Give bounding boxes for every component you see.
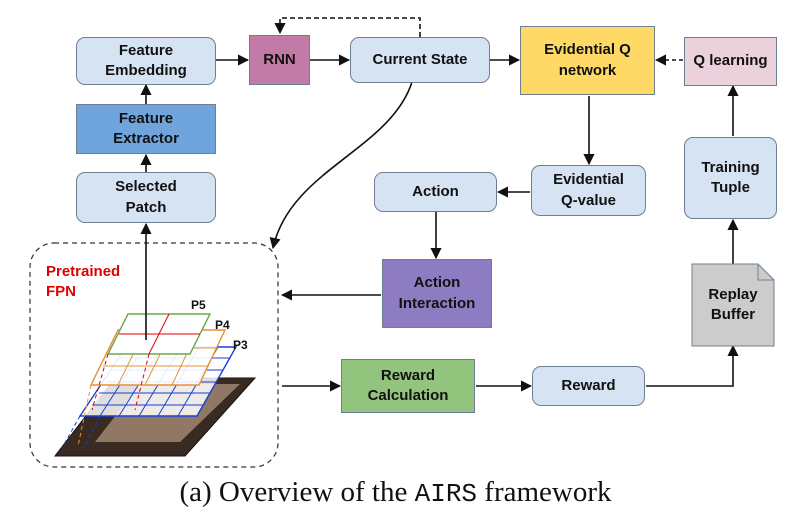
fpn-illustration xyxy=(53,313,257,457)
action-node: Action xyxy=(374,172,497,212)
arrow-state-to-fpn xyxy=(269,81,413,250)
feature-extractor-node: Feature Extractor xyxy=(76,104,216,154)
selected-patch-node: Selected Patch xyxy=(76,172,216,223)
caption-framework-name: AIRS xyxy=(414,479,478,509)
evidential-q-network-node: Evidential Q network xyxy=(520,26,655,95)
training-tuple-node: Training Tuple xyxy=(684,137,777,219)
figure-caption: (a) Overview of the AIRS framework xyxy=(0,476,791,509)
arrow-state-feedback xyxy=(274,17,421,37)
feature-embedding-node: Feature Embedding xyxy=(76,37,216,85)
caption-suffix: framework xyxy=(477,476,612,508)
rnn-node: RNN xyxy=(249,35,310,85)
arrow-reward-to-buffer xyxy=(646,344,739,387)
fpn-level-p4: P4 xyxy=(215,318,230,332)
replay-buffer-node: Replay Buffer xyxy=(708,285,758,323)
q-learning-node: Q learning xyxy=(684,37,777,86)
reward-calculation-node: Reward Calculation xyxy=(341,359,475,413)
fpn-level-p5: P5 xyxy=(191,298,206,312)
caption-prefix: (a) Overview of the xyxy=(179,476,415,508)
fpn-label: Pretrained FPN xyxy=(46,263,121,301)
current-state-node: Current State xyxy=(350,37,490,83)
fpn-container xyxy=(29,242,279,468)
evidential-q-value-node: Evidential Q-value xyxy=(531,165,646,216)
replay-buffer-shape xyxy=(691,263,775,347)
fpn-level-p3: P3 xyxy=(233,338,248,352)
action-interaction-node: Action Interaction xyxy=(382,259,492,328)
reward-node: Reward xyxy=(532,366,645,406)
